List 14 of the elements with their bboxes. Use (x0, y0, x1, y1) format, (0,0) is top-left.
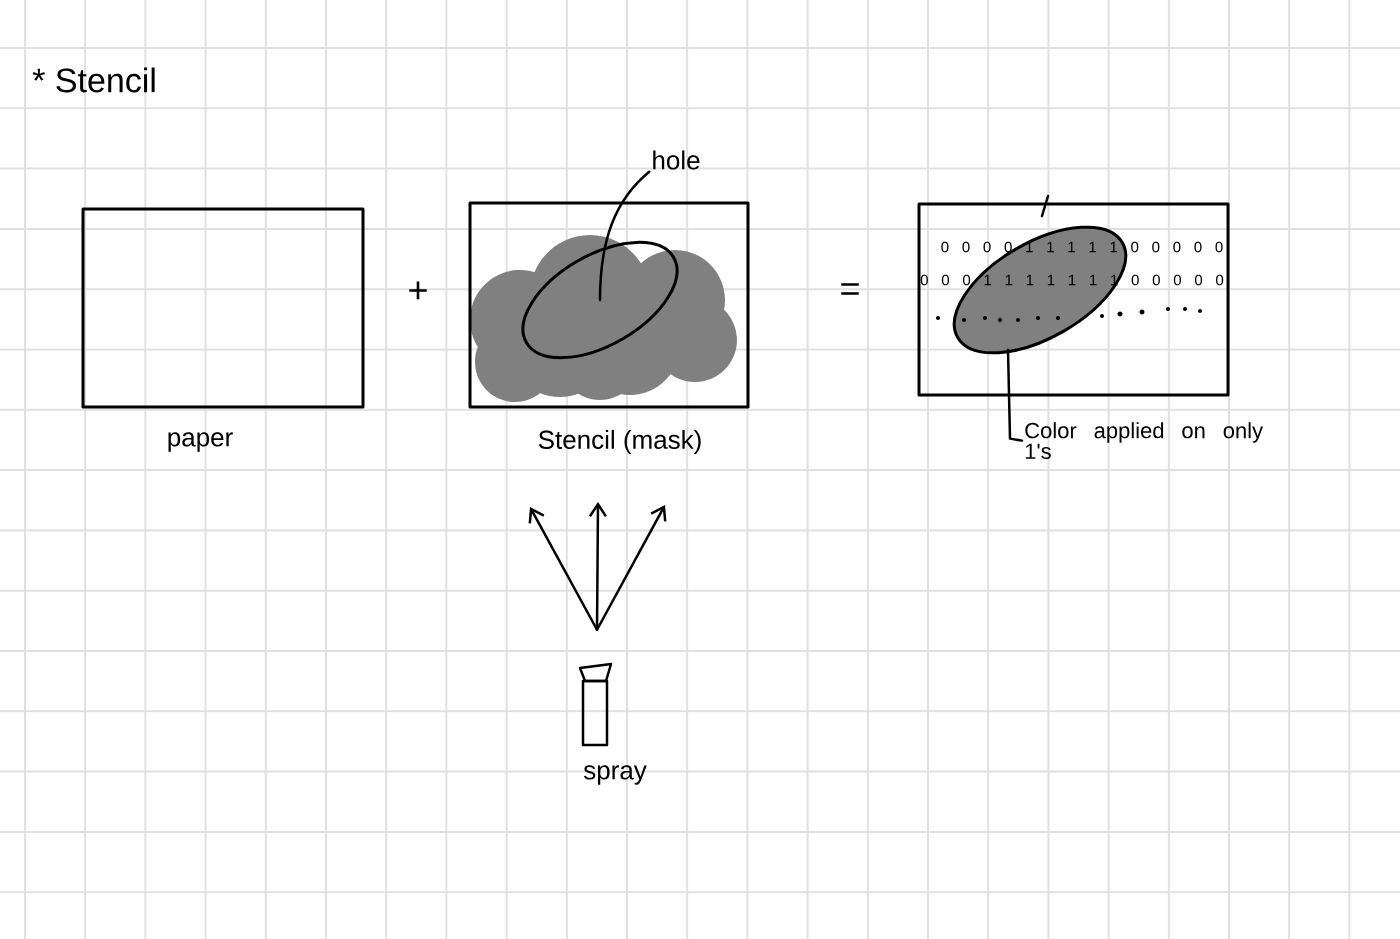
leader-line (1006, 348, 1024, 442)
arrow (528, 507, 599, 631)
plus-sign: + (409, 281, 427, 300)
note: Color applied on only 1's (1025, 422, 1263, 460)
node-label: paper (168, 432, 233, 452)
arrow (595, 505, 667, 631)
node-label: Stencil (mask) (538, 429, 701, 455)
equals-sign: = (841, 283, 859, 295)
arrow (588, 502, 607, 631)
hole-label: hole (653, 150, 700, 170)
result-box (917, 202, 1230, 397)
title: * Stencil (32, 67, 155, 93)
leader-line (598, 170, 651, 302)
node-label: spray (583, 765, 647, 785)
